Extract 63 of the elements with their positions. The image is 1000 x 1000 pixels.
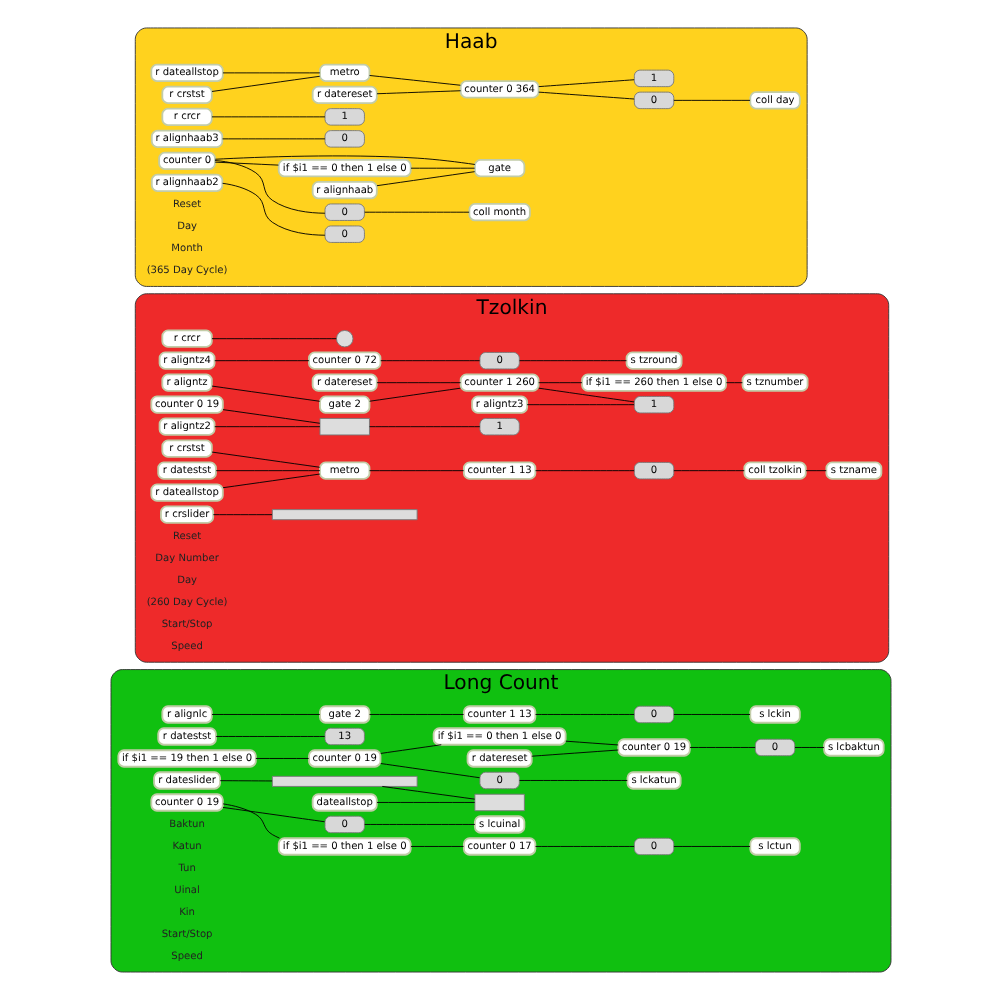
connector: [688, 747, 755, 748]
node-box: [318, 417, 369, 436]
connector: [375, 802, 475, 803]
connector: [368, 387, 460, 402]
connector: [368, 75, 460, 86]
connector: [210, 385, 320, 402]
connector: [379, 744, 441, 754]
connector: [213, 360, 309, 362]
connector: [534, 846, 634, 847]
connector: [254, 758, 309, 759]
connector: [363, 211, 469, 213]
node-box: [473, 793, 524, 812]
connector: [804, 470, 826, 472]
connector: [210, 75, 320, 92]
connector: [210, 338, 336, 340]
connector: [380, 786, 475, 800]
connector: [210, 714, 320, 715]
connector: [210, 116, 325, 118]
connector: [368, 470, 464, 472]
connector: [537, 91, 634, 100]
connector: [368, 714, 464, 715]
connector: [534, 714, 634, 715]
connector: [221, 473, 320, 489]
connector: [218, 780, 272, 782]
connector: [518, 780, 627, 781]
connector: [211, 514, 272, 516]
connector: [221, 409, 320, 424]
connector: [409, 846, 463, 847]
connector: [793, 747, 824, 748]
connector: [221, 803, 279, 839]
connector: [537, 387, 634, 403]
connector: [537, 382, 582, 384]
connector: [518, 360, 626, 362]
connector: [672, 470, 744, 472]
connector: [213, 160, 325, 214]
connector: [672, 99, 750, 101]
connector: [214, 470, 320, 472]
connector: [409, 167, 475, 169]
connector: [214, 736, 325, 737]
connector: [221, 806, 325, 823]
connector: [375, 90, 461, 95]
connector: [525, 404, 634, 406]
connector: [672, 714, 750, 715]
connector: [564, 740, 618, 746]
node-bar: [270, 509, 417, 521]
connector: [537, 79, 634, 88]
connector: [375, 171, 475, 187]
connector: [213, 155, 475, 165]
connector: [672, 846, 750, 847]
connector: [213, 426, 320, 428]
node-bar: [270, 775, 417, 787]
connector: [368, 426, 480, 428]
connector: [221, 182, 325, 236]
connector: [534, 470, 634, 472]
connector: [379, 763, 480, 779]
connector: [375, 382, 461, 384]
connector: [210, 451, 320, 468]
node-circle: [335, 329, 353, 348]
connector: [363, 824, 475, 825]
connector: [379, 360, 480, 362]
connector: [530, 749, 618, 757]
connector: [213, 161, 278, 166]
connector: [724, 382, 742, 384]
